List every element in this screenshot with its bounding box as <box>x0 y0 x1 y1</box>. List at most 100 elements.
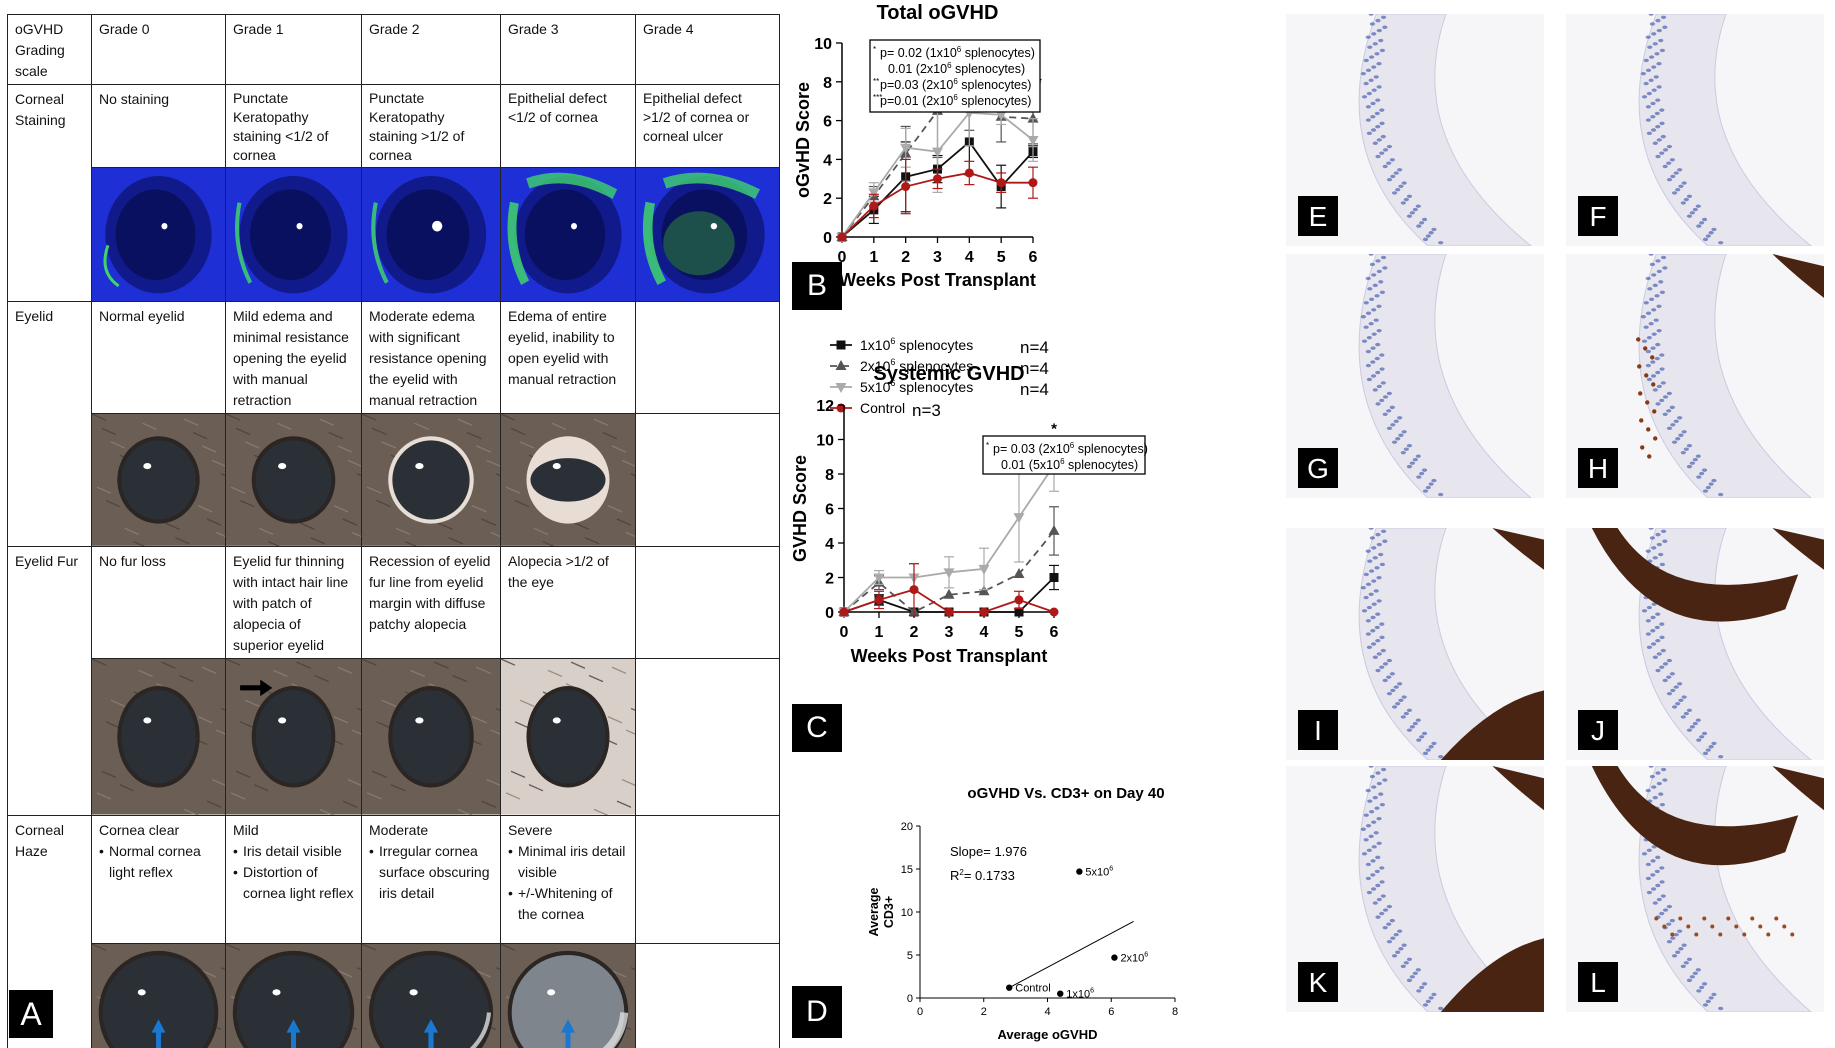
cd3-positive-cell <box>1670 932 1675 937</box>
cell-nucleus <box>1696 475 1702 479</box>
cell-nucleus <box>1379 802 1385 807</box>
cell-nucleus <box>1660 894 1666 898</box>
category-corneal-staining: Corneal Staining <box>7 83 92 303</box>
cell-nucleus <box>1372 283 1378 288</box>
cell-nucleus <box>1370 374 1377 378</box>
cell-nucleus <box>1376 28 1382 33</box>
cell-nucleus <box>1376 304 1382 308</box>
slope-annotation: Slope= 1.976 <box>950 844 1027 859</box>
cell-nucleus <box>1641 852 1648 856</box>
eyelid-photo-grade-3 <box>501 414 635 546</box>
grade-1-header: Grade 1 <box>225 14 362 85</box>
fur-strand <box>92 659 107 666</box>
cell-nucleus <box>1680 964 1686 969</box>
eyelid-grade-1: Mild edema and minimal resistance openin… <box>225 301 362 415</box>
cell-nucleus <box>1382 266 1388 270</box>
panel-label-box <box>1298 710 1338 750</box>
cell-nucleus <box>1372 141 1378 145</box>
cell-nucleus <box>1431 227 1437 232</box>
cell-nucleus <box>1651 308 1657 312</box>
cell-nucleus <box>1400 964 1406 969</box>
cell-nucleus <box>1673 932 1679 937</box>
cell-nucleus <box>1379 622 1385 626</box>
cell-nucleus <box>1406 214 1413 218</box>
cd3-positive-cell <box>1782 924 1787 929</box>
cell-nucleus <box>1673 419 1679 424</box>
fur-strand <box>165 522 180 531</box>
cell-nucleus <box>1363 838 1369 842</box>
cell-nucleus <box>1370 873 1376 877</box>
cell-nucleus <box>1415 968 1421 972</box>
cell-nucleus <box>1648 766 1654 768</box>
cell-nucleus <box>1659 121 1665 126</box>
haze-photo-cell-0 <box>91 942 226 1048</box>
cell-nucleus <box>1650 346 1656 350</box>
pigmented-epithelium <box>1591 528 1799 622</box>
data-point <box>1014 607 1024 617</box>
cell-nucleus <box>1651 845 1657 849</box>
haze-bullet: +/-Whitening of the cornea <box>508 883 629 925</box>
cell-nucleus <box>1649 22 1656 26</box>
fur-strand <box>328 432 344 440</box>
cell-nucleus <box>1696 224 1702 228</box>
haze-photo-cell-1 <box>225 942 362 1048</box>
cell-nucleus <box>1395 437 1401 441</box>
eye-globe <box>392 440 470 520</box>
cell-nucleus <box>1656 85 1662 89</box>
cell-nucleus <box>1369 774 1376 779</box>
x-tick-label: 4 <box>980 624 989 641</box>
fur-photo-grade-0 <box>92 659 225 815</box>
y-tick-label: 12 <box>816 398 834 415</box>
cell-nucleus <box>1406 464 1413 469</box>
cd3-positive-cell <box>1758 924 1763 929</box>
fur-grade-3: Alopecia >1/2 of the eye <box>500 546 636 660</box>
cell-nucleus <box>1666 426 1673 430</box>
cell-nucleus <box>1379 108 1385 112</box>
fur-strand <box>333 716 349 724</box>
cell-nucleus <box>1686 978 1693 983</box>
cell-nucleus <box>1701 468 1708 472</box>
cell-nucleus <box>1649 297 1655 302</box>
fur-strand <box>376 721 392 729</box>
cell-nucleus <box>1403 197 1409 202</box>
cornea-whitening <box>602 1011 629 1048</box>
data-point <box>1013 513 1025 524</box>
panel-label-box <box>1578 196 1618 236</box>
data-point <box>978 564 990 575</box>
cell-nucleus <box>1652 795 1658 800</box>
cell-nucleus <box>1678 184 1684 189</box>
ulcer-stain <box>663 211 735 276</box>
cell-nucleus <box>1695 718 1701 722</box>
cell-nucleus <box>1421 982 1428 986</box>
haze-arrowhead-icon <box>561 1019 575 1033</box>
cell-nucleus <box>1361 339 1368 343</box>
pupil-shape <box>386 189 470 281</box>
pupil-shape <box>115 189 196 281</box>
cell-nucleus <box>1370 101 1376 106</box>
cell-nucleus <box>1363 325 1369 329</box>
cell-nucleus <box>1659 108 1665 112</box>
cell-nucleus <box>1370 859 1376 863</box>
cell-nucleus <box>1389 158 1395 162</box>
cell-nucleus <box>1409 725 1415 729</box>
panel-label-a: A <box>9 990 53 1038</box>
cell-nucleus <box>1372 388 1378 392</box>
x-tick-label: 2 <box>981 1006 987 1018</box>
cell-nucleus <box>1643 301 1649 305</box>
cell-nucleus <box>1438 492 1444 497</box>
cell-nucleus <box>1680 450 1686 455</box>
cell-nucleus <box>1380 767 1387 772</box>
fluorescein-eye-photo-grade-2 <box>362 168 500 301</box>
fur-strand <box>356 473 361 477</box>
fur-photo-cell-4 <box>635 658 780 816</box>
cell-nucleus <box>1645 363 1652 368</box>
cell-nucleus <box>1428 482 1434 486</box>
fur-strand <box>514 721 530 729</box>
fur-strand <box>92 414 107 422</box>
cell-nucleus <box>1680 715 1686 719</box>
cell-nucleus <box>1376 599 1382 603</box>
haze-arrowhead-icon <box>286 1019 301 1033</box>
corneal-staining-photo-row <box>8 166 780 303</box>
cell-nucleus <box>1431 992 1437 997</box>
